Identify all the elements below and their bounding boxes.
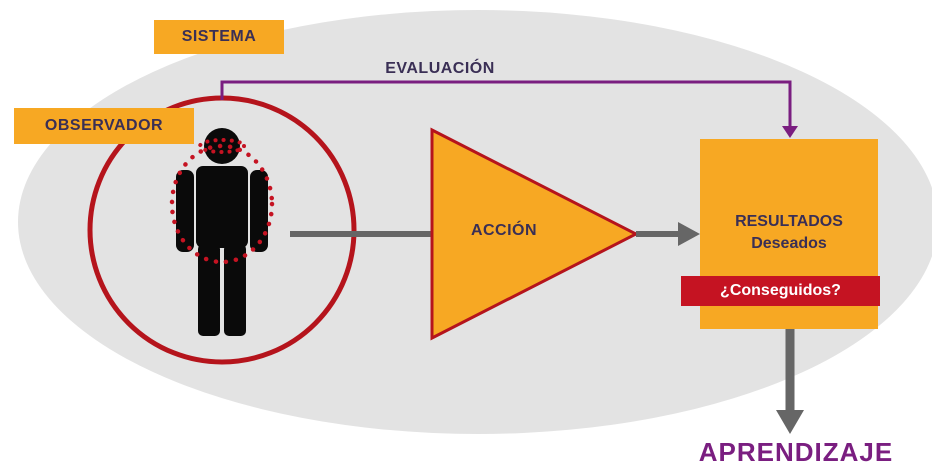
person-icon [176, 128, 268, 336]
evaluation-loop-line [220, 80, 792, 126]
evaluation-arrowhead [782, 126, 798, 138]
results-title: RESULTADOS [735, 213, 843, 230]
action-triangle [430, 127, 640, 341]
learning-label: APRENDIZAJE [698, 437, 894, 467]
action-label: ACCIÓN [470, 222, 538, 239]
achieved-question-badge: ¿Conseguidos? [681, 276, 880, 306]
system-label: SISTEMA [154, 20, 284, 54]
results-to-learning-arrowhead [776, 410, 804, 434]
evaluation-label: EVALUACIÓN [385, 60, 495, 77]
perception-dotted-ring [169, 138, 275, 265]
results-subtitle: Deseados [751, 235, 827, 252]
observer-label: OBSERVADOR [14, 108, 194, 144]
action-to-results-arrowhead [678, 222, 700, 246]
